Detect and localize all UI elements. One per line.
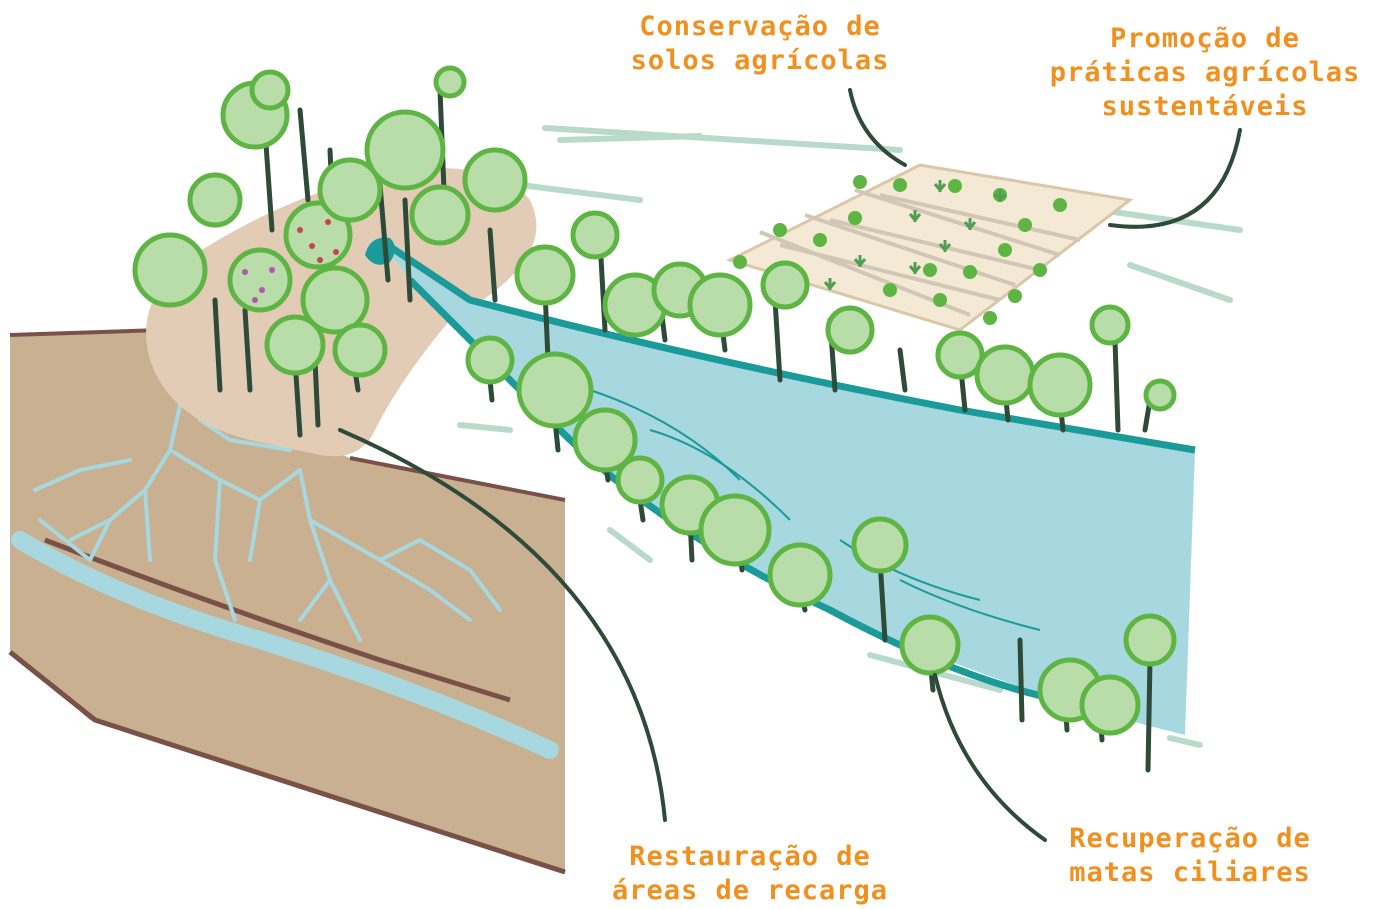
agricultural-field	[725, 163, 1134, 332]
label-riparian-recovery-line-2: matas ciliares	[1069, 857, 1311, 888]
leader-riparian-recovery	[933, 673, 1047, 842]
label-recharge-restoration-line-2: áreas de recarga	[611, 875, 889, 906]
label-sustainable-practices-line-3: sustentáveis	[1101, 91, 1309, 122]
tree-icon	[132, 65, 1177, 736]
leader-sustainable-practices	[1108, 128, 1242, 229]
leader-soil-conservation	[848, 88, 907, 167]
label-recharge-restoration: Restauração de áreas de recarga	[585, 840, 915, 908]
leader-lines	[338, 88, 1242, 842]
label-soil-conservation: Conservação de solos agrícolas	[600, 10, 920, 78]
forest-trees	[132, 65, 1177, 773]
label-riparian-recovery-line-1: Recuperação de	[1069, 823, 1311, 854]
label-sustainable-practices-line-1: Promoção de	[1110, 23, 1300, 54]
label-soil-conservation-line-1: Conservação de	[639, 11, 881, 42]
label-soil-conservation-line-2: solos agrícolas	[630, 45, 890, 76]
label-sustainable-practices-line-2: práticas agrícolas	[1049, 57, 1361, 88]
label-recharge-restoration-line-1: Restauração de	[629, 841, 871, 872]
groundwater-aquifer	[11, 403, 559, 759]
label-riparian-recovery: Recuperação de matas ciliares	[1040, 822, 1340, 890]
label-sustainable-practices: Promoção de práticas agrícolas sustentáv…	[1025, 22, 1381, 124]
leader-recharge-restoration	[338, 428, 667, 822]
fruit-dots	[242, 219, 339, 303]
